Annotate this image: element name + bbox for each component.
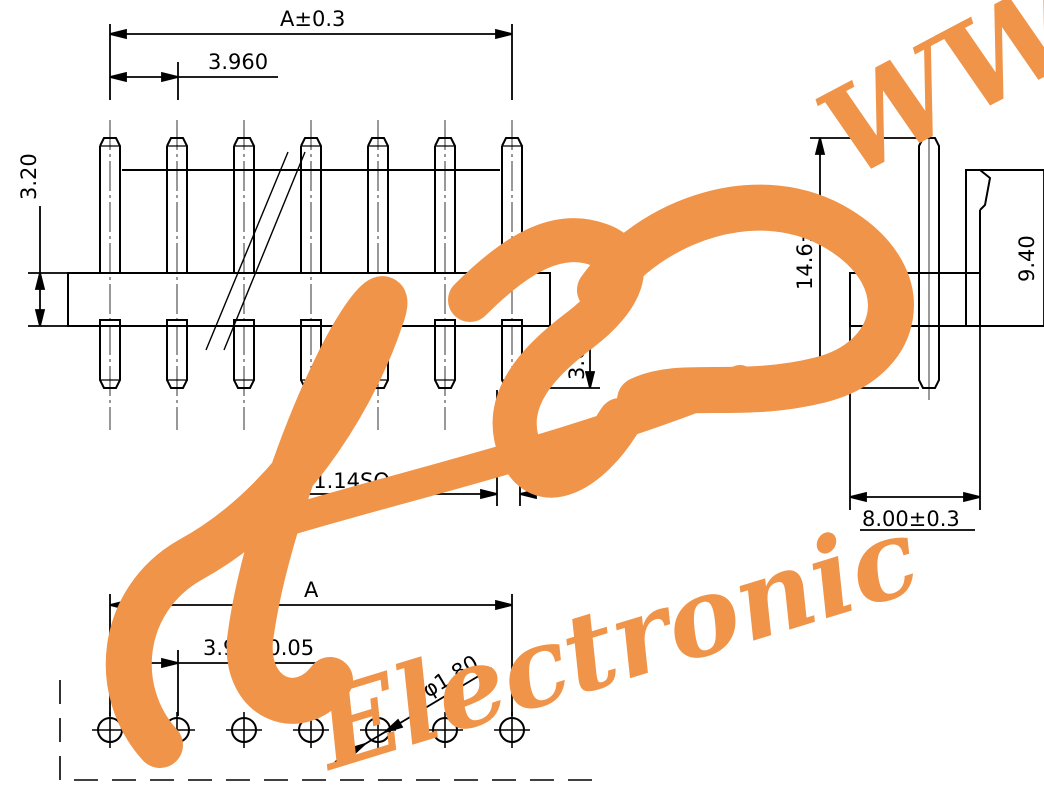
upper-pin xyxy=(99,137,121,273)
footprint xyxy=(59,680,600,781)
watermark-url: WWW xyxy=(797,0,1044,206)
pin-2 xyxy=(166,120,188,430)
body-height-label: 3.20 xyxy=(17,153,41,200)
watermark-swoosh-a xyxy=(105,276,408,768)
side-view xyxy=(849,120,1044,400)
upper-pin xyxy=(166,137,188,273)
depth-label: 8.00±0.3 xyxy=(862,507,960,531)
pitch-dim-label: 3.960 xyxy=(208,50,268,74)
pin-6 xyxy=(434,120,456,430)
dim-body-height xyxy=(28,206,68,327)
header-body xyxy=(67,272,551,327)
pin-3 xyxy=(233,120,255,430)
upper-pin xyxy=(367,137,389,273)
latch-hook xyxy=(979,169,992,211)
footprint-overall-label: A xyxy=(304,578,319,602)
watermark: Electronic WWW xyxy=(105,0,1044,790)
hole-3 xyxy=(226,712,262,748)
pin-1 xyxy=(99,120,121,430)
height-label: 9.40 xyxy=(1015,235,1039,282)
hole-6 xyxy=(427,712,463,748)
upper-pin xyxy=(434,137,456,273)
watermark-subtitle: Electronic xyxy=(298,493,932,786)
watermark-swoosh-cross xyxy=(165,365,755,575)
dim-hole-diameter xyxy=(334,667,493,763)
footprint-outline xyxy=(59,680,600,781)
side-pin xyxy=(918,137,940,389)
break-line-2 xyxy=(223,151,306,351)
hole-7 xyxy=(494,712,530,748)
dim-overall xyxy=(109,24,513,100)
dim-pitch xyxy=(109,62,278,100)
upper-pin xyxy=(233,137,255,273)
upper-pin xyxy=(300,137,322,273)
overall-dim-label: A±0.3 xyxy=(280,7,345,31)
break-line-1 xyxy=(205,151,289,351)
watermark-swoosh-s xyxy=(448,218,644,498)
latch-wall xyxy=(965,169,1044,326)
